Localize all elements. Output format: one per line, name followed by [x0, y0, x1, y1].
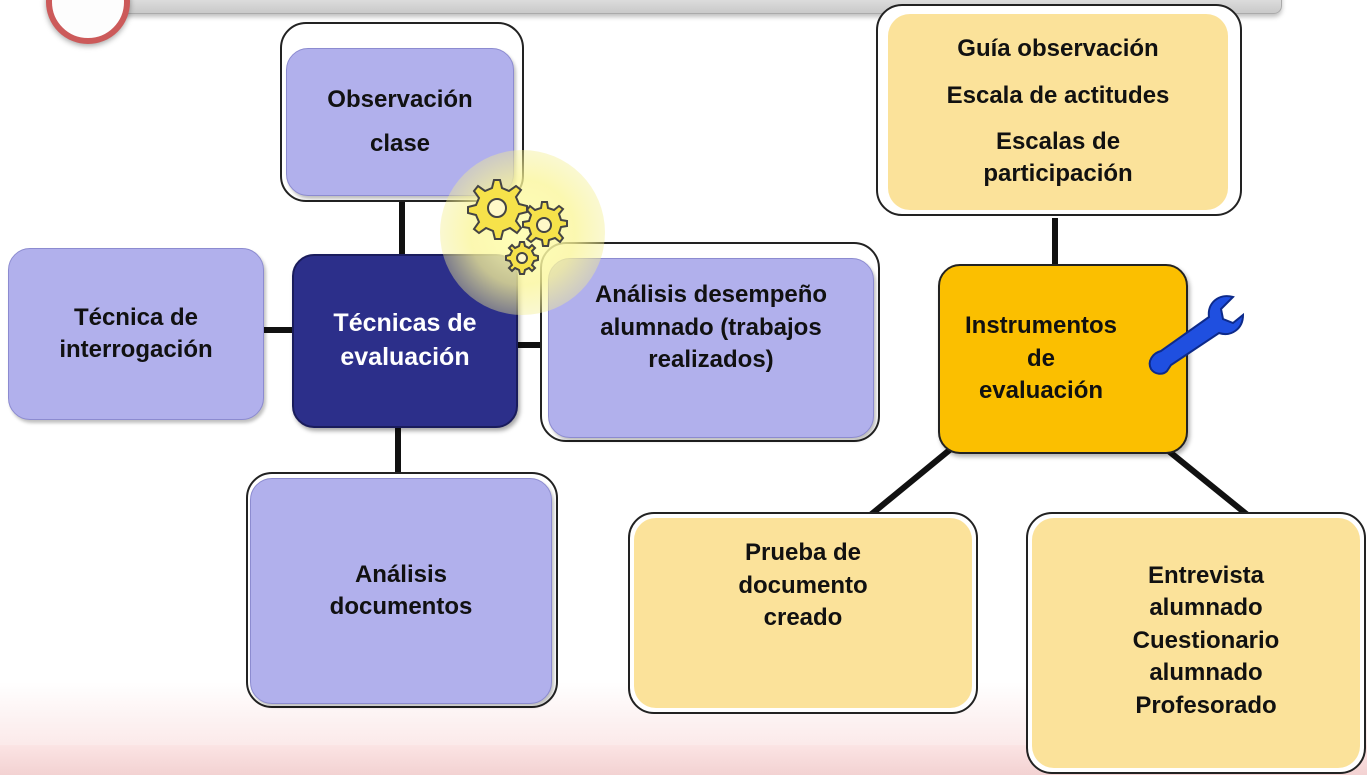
- participation-scale-label-1: Escalas de: [995, 128, 1121, 155]
- documents-node: Análisis documentos: [250, 478, 552, 704]
- guide-observation-label: Guía observación: [957, 35, 1159, 63]
- test-label-1: Prueba de: [744, 539, 862, 567]
- performance-label-3: realizados): [648, 346, 774, 374]
- interview-label-5: Profesorado: [1135, 691, 1277, 719]
- interrogation-label-2: interrogación: [59, 336, 213, 363]
- instruments-center-node: Instrumentos de evaluación: [938, 264, 1188, 454]
- performance-label-2: alumnado (trabajos: [600, 313, 822, 341]
- instruments-center-label-2: de: [1026, 344, 1055, 372]
- interview-label-2: alumnado: [1149, 594, 1263, 622]
- interview-label-1: Entrevista: [1147, 562, 1265, 590]
- instruments-center-label-3: evaluación: [978, 377, 1104, 405]
- participation-scale-label-2: participación: [983, 160, 1133, 188]
- test-node: Prueba de documento creado: [634, 518, 972, 708]
- gears-glow: [440, 150, 605, 315]
- observation-label-2: clase: [369, 130, 431, 157]
- performance-label-1: Análisis desempeño: [594, 281, 828, 309]
- interview-node: Entrevista alumnado Cuestionario alumnad…: [1032, 518, 1360, 768]
- interview-label-4: alumnado: [1149, 659, 1263, 687]
- test-label-3: creado: [763, 604, 843, 632]
- interrogation-node: Técnica de interrogación: [8, 248, 264, 420]
- techniques-center-label-1: Técnicas de: [333, 309, 477, 338]
- performance-node: Análisis desempeño alumnado (trabajos re…: [548, 258, 874, 438]
- connector-test: [866, 445, 954, 520]
- interrogation-label-1: Técnica de: [73, 303, 199, 331]
- observation-label-1: Observación: [327, 85, 473, 113]
- instruments-center-label-1: Instrumentos: [964, 312, 1117, 340]
- techniques-center-label-2: evaluación: [340, 343, 470, 371]
- documents-label-1: Análisis: [354, 560, 448, 588]
- attitude-scale-label: Escala de actitudes: [946, 81, 1170, 109]
- test-label-2: documento: [738, 571, 868, 599]
- wrench-icon: [1148, 295, 1245, 375]
- instruments-top-node: Guía observación Escala de actitudes Esc…: [888, 14, 1228, 210]
- gears-icon: [467, 179, 568, 275]
- interview-label-3: Cuestionario: [1132, 626, 1280, 654]
- documents-label-2: documentos: [329, 593, 473, 620]
